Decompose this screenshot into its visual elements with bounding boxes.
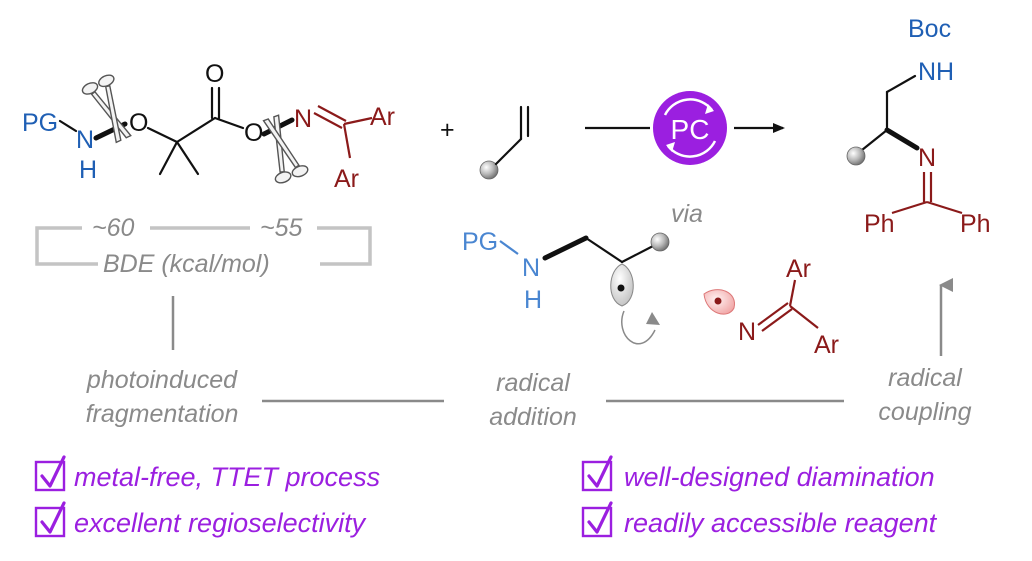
reagent-n-imine-label: N bbox=[294, 105, 312, 133]
step-coupling-line2: coupling bbox=[878, 398, 971, 426]
feature-item: metal-free, TTET process bbox=[34, 455, 380, 492]
plus-sign: + bbox=[440, 116, 455, 144]
product-ph-left-label: Ph bbox=[864, 210, 895, 238]
product-ph-right-label: Ph bbox=[960, 210, 991, 238]
step-fragmentation-line2: fragmentation bbox=[86, 400, 239, 428]
feature-checklist: metal-free, TTET process excellent regio… bbox=[34, 455, 938, 538]
substituent-ball-icon bbox=[846, 146, 866, 166]
bde-label: BDE (kcal/mol) bbox=[103, 250, 270, 278]
step-fragmentation-line1: photoinduced bbox=[86, 366, 238, 394]
checkbox-icon bbox=[581, 460, 613, 492]
product-nh-label: NH bbox=[918, 58, 954, 86]
scissors-icon bbox=[262, 114, 309, 184]
intermediate-n-label: N bbox=[522, 254, 540, 282]
reagent-pg-label: PG bbox=[22, 109, 58, 137]
process-steps: photoinduced fragmentation radical addit… bbox=[86, 278, 972, 431]
reagent-h-label: H bbox=[79, 156, 97, 184]
feature-item: excellent regioselectivity bbox=[34, 501, 367, 538]
intermediate-ar-top-label: Ar bbox=[786, 255, 811, 283]
reagent-o-left-label: O bbox=[129, 109, 148, 137]
product-n-imine-label: N bbox=[918, 144, 936, 172]
bde-left-value: ~60 bbox=[92, 214, 135, 242]
feature-text: readily accessible reagent bbox=[624, 508, 938, 538]
checkbox-icon bbox=[581, 506, 613, 538]
intermediate-h-label: H bbox=[524, 286, 542, 314]
bde-annotation: ~60 ~55 BDE (kcal/mol) bbox=[35, 214, 372, 350]
photocatalyst-badge: PC bbox=[653, 91, 727, 165]
feature-item: well-designed diamination bbox=[581, 455, 935, 492]
intermediate-pg-label: PG bbox=[462, 228, 498, 256]
checkbox-icon bbox=[34, 506, 66, 538]
reagent-n-label: N bbox=[76, 126, 94, 154]
checkmark-icon bbox=[587, 455, 613, 488]
product-boc-label: Boc bbox=[908, 15, 951, 43]
step-addition-line1: radical bbox=[496, 369, 571, 397]
radical-dot-icon bbox=[617, 284, 625, 292]
checkmark-icon bbox=[587, 501, 613, 534]
via-label: via bbox=[671, 200, 703, 228]
reagent-o-right-label: O bbox=[244, 119, 263, 147]
checkbox-icon bbox=[34, 460, 66, 492]
reagent-o-carbonyl-label: O bbox=[205, 60, 224, 88]
intermediate-n-imine-label: N bbox=[738, 318, 756, 346]
reagent-ar-top-label: Ar bbox=[370, 103, 395, 131]
scissors-icon bbox=[81, 74, 132, 144]
alkene-structure bbox=[479, 105, 530, 180]
radical-dot-icon bbox=[714, 297, 722, 305]
checkmark-icon bbox=[40, 455, 66, 488]
step-coupling-line1: radical bbox=[888, 364, 963, 392]
bde-right-value: ~55 bbox=[260, 214, 303, 242]
feature-text: excellent regioselectivity bbox=[74, 508, 367, 538]
substituent-ball-icon bbox=[650, 232, 670, 252]
step-addition-line2: addition bbox=[489, 403, 577, 431]
intermediate-ar-bottom-label: Ar bbox=[814, 331, 839, 359]
feature-text: metal-free, TTET process bbox=[74, 462, 380, 492]
reagent-structure: PG N H O O O N Ar Ar bbox=[22, 60, 395, 193]
product-structure: Boc NH N Ph Ph bbox=[846, 15, 991, 238]
radical-intermediate: via PG N H N Ar Ar bbox=[462, 200, 839, 359]
substituent-ball-icon bbox=[479, 160, 499, 180]
feature-text: well-designed diamination bbox=[624, 462, 935, 492]
photocatalyst-label: PC bbox=[671, 114, 710, 145]
checkmark-icon bbox=[40, 501, 66, 534]
reagent-ar-bottom-label: Ar bbox=[334, 165, 359, 193]
feature-item: readily accessible reagent bbox=[581, 501, 938, 538]
